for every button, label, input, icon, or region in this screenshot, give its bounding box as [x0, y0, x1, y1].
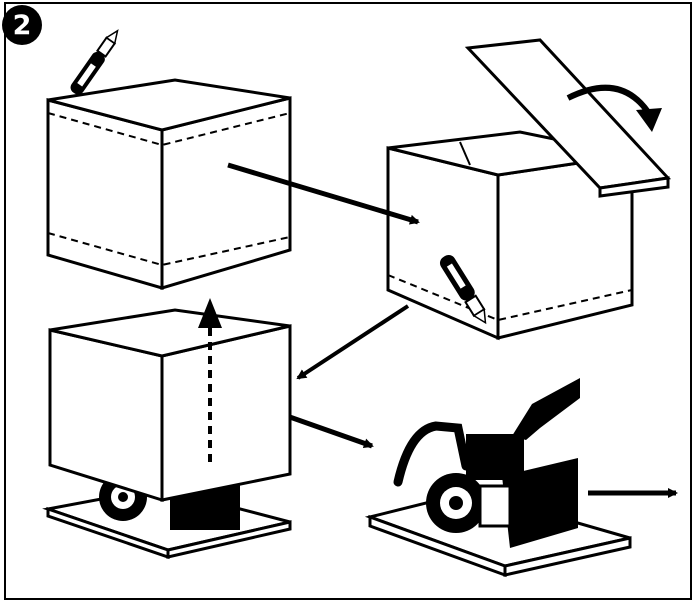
cut-line-bottom	[47, 232, 291, 267]
box-cutter-icon	[70, 29, 119, 95]
outer-border	[4, 2, 692, 600]
cut-line-open-box	[387, 274, 633, 322]
direction-arrow-icon	[296, 304, 410, 380]
step-number: 2	[12, 9, 32, 41]
snow-blower-icon	[393, 378, 580, 548]
lifted-box	[48, 308, 292, 503]
closed-box-top-left	[46, 78, 292, 291]
open-lid-arrow-icon	[566, 84, 662, 132]
box-cutter-icon	[439, 254, 487, 325]
box-lid	[464, 38, 672, 198]
step-number-badge: 2	[2, 5, 42, 45]
direction-arrow-icon	[227, 162, 420, 225]
lift-up-dashed-arrow-icon	[198, 298, 222, 462]
cut-line-top	[47, 112, 291, 147]
